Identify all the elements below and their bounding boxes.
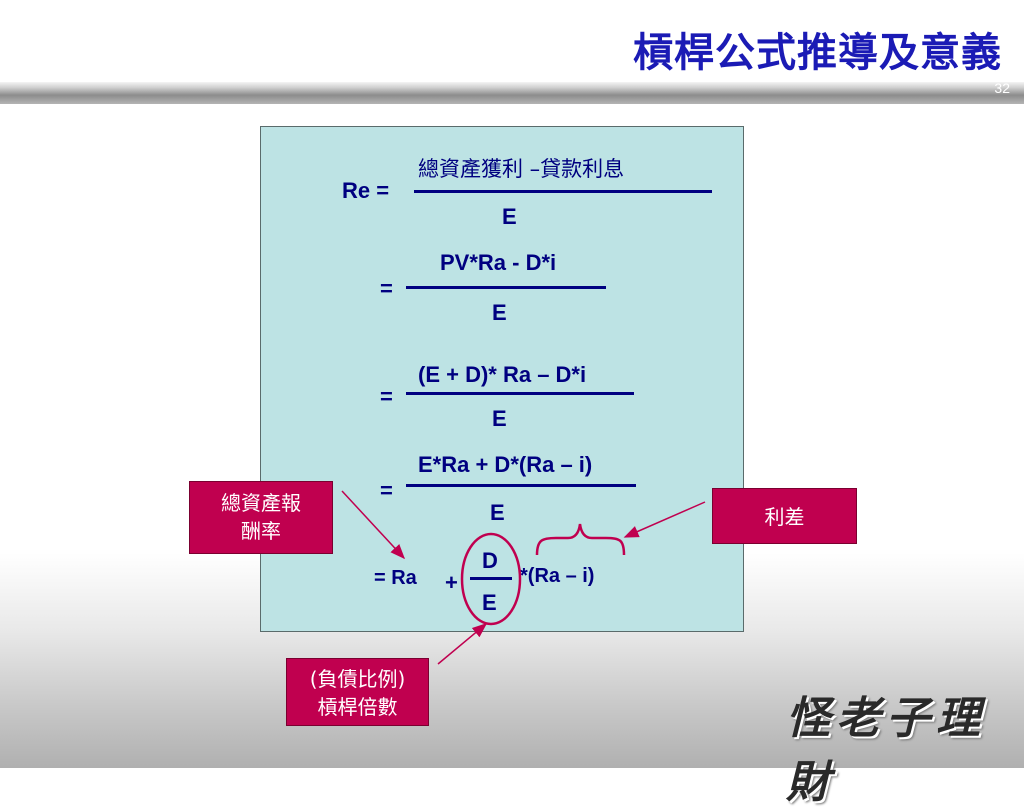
step3-fraction-bar xyxy=(406,392,634,395)
callout-spread-line1: 利差 xyxy=(764,505,805,529)
step2-lhs: = xyxy=(380,276,393,301)
callout-leverage: (負債比例) 槓桿倍數 xyxy=(286,658,429,726)
step5-fraction-bar xyxy=(470,577,512,580)
arrow-roa xyxy=(341,490,406,560)
leverage-ellipse xyxy=(460,532,522,626)
callout-spread: 利差 xyxy=(712,488,857,544)
arrow-leverage xyxy=(437,623,488,665)
callout-leverage-line1: (負債比例) xyxy=(309,667,406,691)
slide-title: 槓桿公式推導及意義 xyxy=(633,30,1002,76)
spread-brace xyxy=(535,523,626,556)
step5-lhs: = Ra xyxy=(374,567,417,589)
step5-plus: + xyxy=(445,570,458,595)
step2-denominator: E xyxy=(492,300,507,325)
arrow-spread xyxy=(623,501,706,538)
step1-fraction-bar xyxy=(414,190,712,193)
callout-leverage-line2: 槓桿倍數 xyxy=(317,695,398,719)
step1-numerator: 總資產獲利 –貸款利息 xyxy=(418,157,625,181)
step3-lhs: = xyxy=(380,384,393,409)
formula-box xyxy=(260,126,744,632)
page-number: 32 xyxy=(994,80,1010,96)
step3-numerator: (E + D)* Ra – D*i xyxy=(418,362,587,387)
step4-denominator: E xyxy=(490,500,505,525)
step2-numerator: PV*Ra - D*i xyxy=(440,250,557,275)
brand-logo: 怪老子理財 xyxy=(786,693,986,808)
step4-fraction-bar xyxy=(406,484,636,487)
step1-lhs: Re = xyxy=(342,178,390,203)
step3-denominator: E xyxy=(492,406,507,431)
title-divider-bar xyxy=(0,82,1024,104)
callout-roa: 總資產報 酬率 xyxy=(189,481,333,554)
annotation-layer xyxy=(341,490,706,665)
callout-roa-line1: 總資產報 xyxy=(221,491,301,515)
step4-numerator: E*Ra + D*(Ra – i) xyxy=(418,452,593,477)
step4-lhs: = xyxy=(380,478,393,503)
step2-fraction-bar xyxy=(406,286,606,289)
step5-denominator: E xyxy=(482,590,497,615)
step5-tail: *(Ra – i) xyxy=(520,565,595,587)
step1-denominator: E xyxy=(502,204,517,229)
callout-roa-line2: 酬率 xyxy=(241,519,281,543)
step5-numerator: D xyxy=(482,548,498,573)
